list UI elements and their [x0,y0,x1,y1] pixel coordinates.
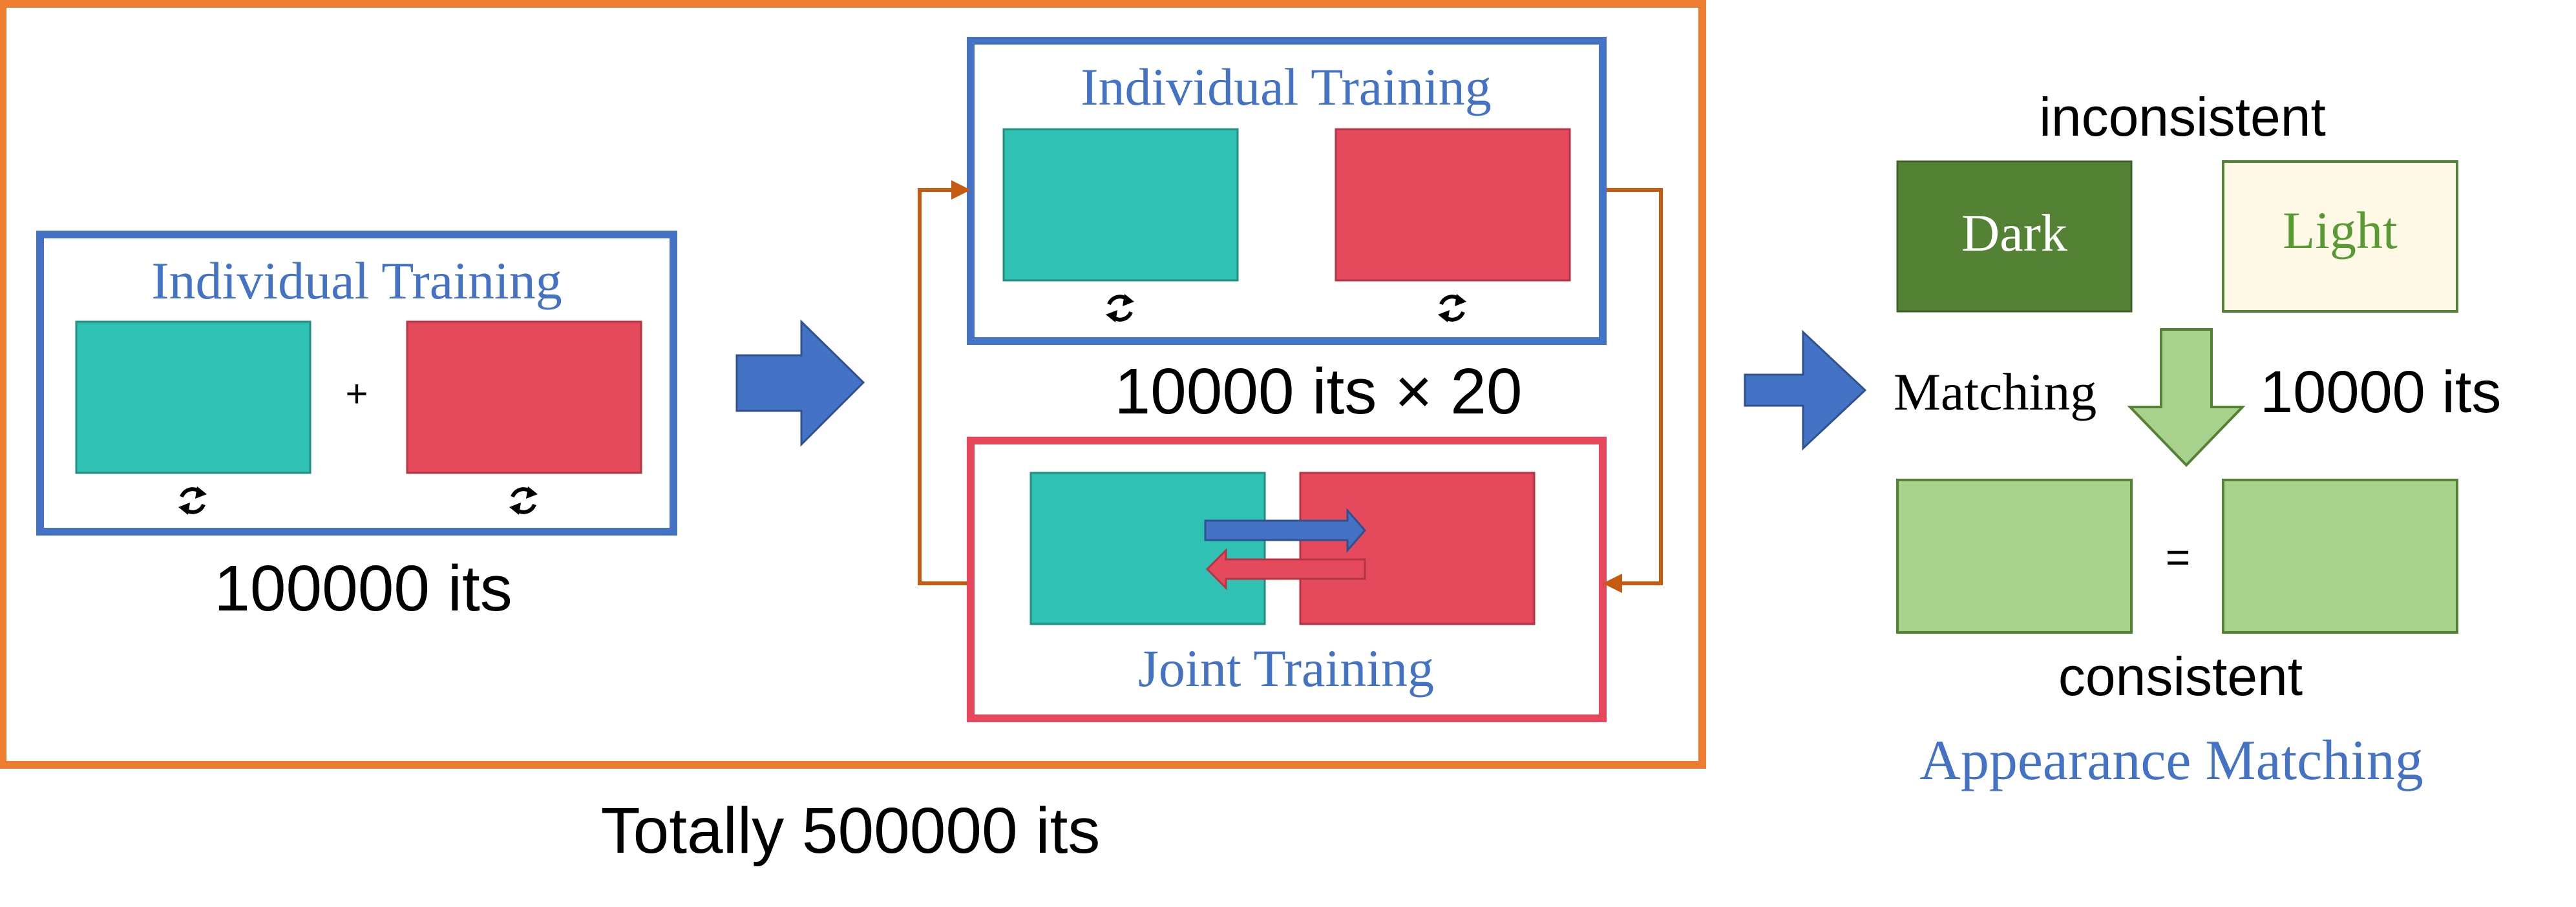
stage2-individual-title: Individual Training [1081,57,1492,116]
inconsistent-label: inconsistent [2039,87,2326,147]
red-network-box [1335,128,1571,282]
total-training-frame [0,0,1706,769]
refresh-icon [1438,294,1466,322]
teal-network-box [1002,128,1239,282]
red-network-box [406,320,642,474]
dark-label: Dark [1961,203,2067,262]
stage1-iterations: 100000 its [214,552,512,625]
refresh-icon [509,486,538,515]
stage2-iterations: 10000 its × 20 [1114,355,1522,428]
equals-sign: = [2166,533,2191,581]
red-network-box [1299,472,1536,625]
refresh-icon [178,486,207,515]
plus-sign: + [345,372,368,415]
dark-box [1896,160,2133,313]
stage1-title: Individual Training [151,251,562,310]
teal-network-box [1029,472,1266,625]
loop-arrow-left [918,180,971,585]
matching-label: Matching [1894,362,2096,421]
matched-box [1896,479,2133,634]
light-box [2222,160,2458,313]
refresh-icon [1106,294,1134,322]
exchange-arrow-left [1205,548,1366,590]
loop-arrow-right [1603,188,1663,593]
light-label: Light [2283,201,2398,260]
right-arrow-icon [1744,329,1867,451]
right-arrow-icon [735,319,865,447]
exchange-arrow-right [1204,507,1366,554]
total-iterations: Totally 500000 its [601,795,1101,867]
consistent-label: consistent [2058,646,2303,707]
matching-iterations: 10000 its [2260,359,2501,425]
down-arrow-icon [2127,328,2246,467]
joint-training-title: Joint Training [1138,639,1434,698]
stage2-individual-frame [967,37,1607,345]
matched-box [2222,479,2458,634]
teal-network-box [75,320,311,474]
stage1-frame [36,231,677,536]
appearance-matching-caption: Appearance Matching [1919,729,2423,792]
